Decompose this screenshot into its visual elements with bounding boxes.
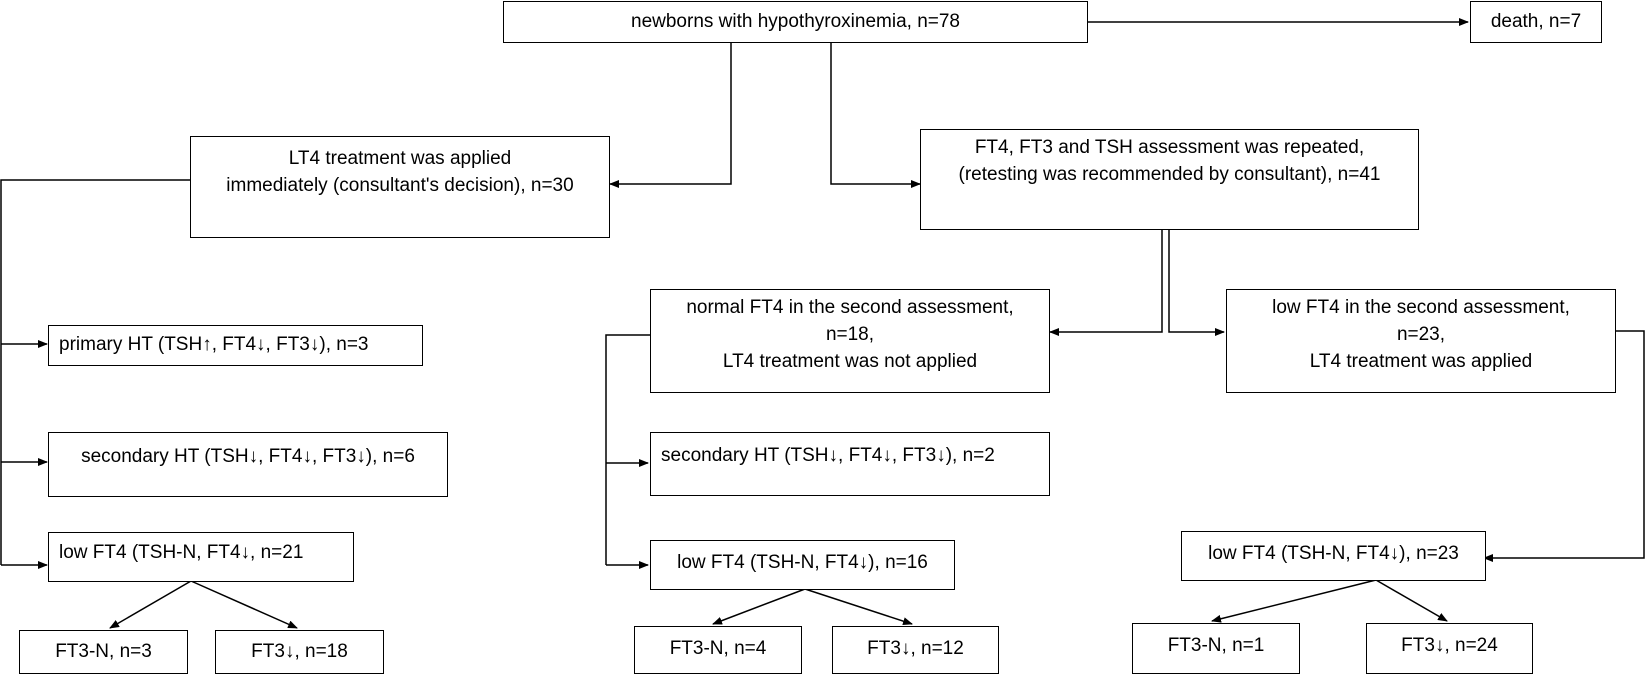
- lt4-immediate-line-1: LT4 treatment was applied: [288, 148, 512, 169]
- normal-ft4-line-1: normal FT4 in the second assessment,: [686, 297, 1014, 318]
- ft3low-mid-node: FT3↓, n=12: [832, 626, 999, 674]
- retest-line-2: (retesting was recommended by consultant…: [958, 164, 1381, 185]
- low-ft4-left-node: low FT4 (TSH-N, FT4↓, n=21: [48, 532, 354, 582]
- arrow-root-to-retest: [830, 42, 921, 188]
- ft3n-left-node: FT3-N, n=3: [19, 630, 188, 674]
- secondary-ht-left-label: secondary HT (TSH↓, FT4↓, FT3↓), n=6: [81, 446, 415, 467]
- right-connector: [1483, 330, 1645, 562]
- arrow-split-right-b: [1375, 579, 1448, 622]
- lt4-immediate-node: LT4 treatment was applied immediately (c…: [190, 136, 610, 238]
- death-node-label: death, n=7: [1490, 11, 1582, 32]
- arrow-retest-to-low: [1168, 230, 1225, 336]
- root-node-label: newborns with hypothyroxinemia, n=78: [631, 11, 960, 32]
- normal-ft4-line-2: n=18,: [825, 324, 875, 345]
- arrow-split-mid-b: [804, 588, 913, 626]
- secondary-ht-mid-node: secondary HT (TSH↓, FT4↓, FT3↓), n=2: [650, 432, 1050, 496]
- ft3n-mid-node: FT3-N, n=4: [634, 626, 802, 674]
- retest-line-1: FT4, FT3 and TSH assessment was repeated…: [974, 137, 1365, 158]
- low-ft4-second-node: low FT4 in the second assessment, n=23, …: [1226, 289, 1616, 393]
- lt4-immediate-line-2: immediately (consultant's decision), n=3…: [226, 175, 574, 196]
- ft3low-left-node: FT3↓, n=18: [215, 630, 384, 674]
- low-ft4-second-line-3: LT4 treatment was applied: [1309, 351, 1533, 372]
- arrow-split-left-a: [109, 580, 192, 629]
- low-ft4-right-node: low FT4 (TSH-N, FT4↓), n=23: [1181, 531, 1486, 581]
- ft3n-right-label: FT3-N, n=1: [1167, 635, 1265, 656]
- arrow-root-to-lt4: [609, 42, 732, 188]
- normal-ft4-second-node: normal FT4 in the second assessment, n=1…: [650, 289, 1050, 393]
- low-ft4-second-line-2: n=23,: [1396, 324, 1446, 345]
- primary-ht-left-label: primary HT (TSH↑, FT4↓, FT3↓), n=3: [59, 334, 369, 355]
- retest-node: FT4, FT3 and TSH assessment was repeated…: [920, 129, 1419, 230]
- ft3low-right-label: FT3↓, n=24: [1401, 635, 1498, 656]
- arrow-retest-to-normal: [1049, 230, 1163, 336]
- left-bracket: [0, 179, 190, 565]
- death-node: death, n=7: [1470, 1, 1602, 43]
- low-ft4-right-label: low FT4 (TSH-N, FT4↓), n=23: [1208, 543, 1459, 564]
- secondary-ht-left-node: secondary HT (TSH↓, FT4↓, FT3↓), n=6: [48, 432, 448, 497]
- ft3n-right-node: FT3-N, n=1: [1132, 623, 1300, 674]
- arrow-split-left-b: [190, 580, 298, 629]
- low-ft4-left-label: low FT4 (TSH-N, FT4↓, n=21: [59, 542, 304, 563]
- middle-bracket: [605, 334, 650, 565]
- low-ft4-mid-label: low FT4 (TSH-N, FT4↓), n=16: [677, 552, 928, 573]
- ft3low-left-label: FT3↓, n=18: [251, 641, 348, 662]
- low-ft4-second-line-1: low FT4 in the second assessment,: [1272, 297, 1570, 318]
- low-ft4-mid-node: low FT4 (TSH-N, FT4↓), n=16: [650, 540, 955, 590]
- ft3n-mid-label: FT3-N, n=4: [669, 638, 767, 659]
- ft3n-left-label: FT3-N, n=3: [55, 641, 152, 662]
- primary-ht-left-node: primary HT (TSH↑, FT4↓, FT3↓), n=3: [48, 325, 423, 366]
- arrow-split-right-a: [1211, 579, 1377, 623]
- ft3low-mid-label: FT3↓, n=12: [867, 638, 964, 659]
- arrow-split-mid-a: [712, 588, 806, 625]
- ft3low-right-node: FT3↓, n=24: [1366, 623, 1533, 674]
- root-node: newborns with hypothyroxinemia, n=78: [503, 1, 1088, 43]
- secondary-ht-mid-label: secondary HT (TSH↓, FT4↓, FT3↓), n=2: [661, 445, 995, 466]
- normal-ft4-line-3: LT4 treatment was not applied: [722, 351, 978, 372]
